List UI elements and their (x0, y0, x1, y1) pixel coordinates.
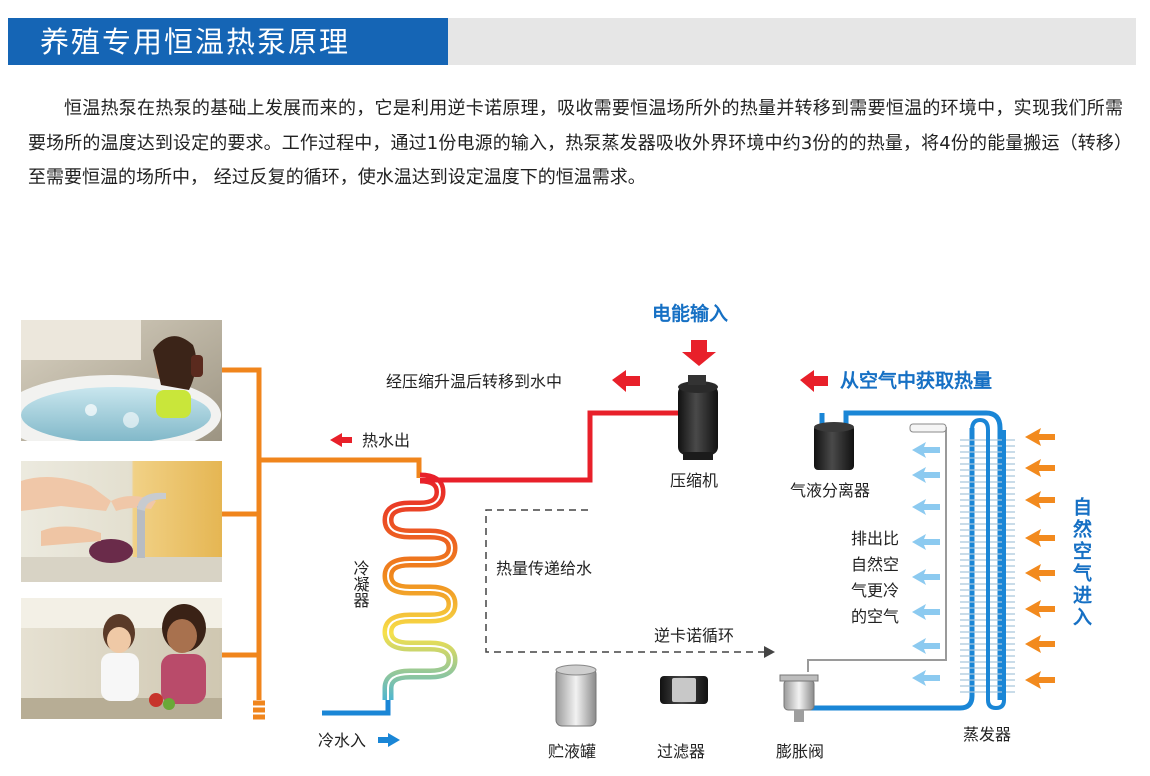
evaporator-tubes (970, 417, 1006, 711)
expansion-valve-icon (779, 674, 819, 722)
orange-arrow-left-icon (1025, 428, 1055, 689)
red-arrow-left-icon (330, 433, 352, 447)
label-filter: 过滤器 (657, 742, 705, 761)
photo-kitchen (21, 598, 222, 719)
label-heat-from-air: 从空气中获取热量 (840, 369, 992, 392)
gas-liquid-separator-icon (814, 422, 854, 470)
label-cold-water-in: 冷水入 (318, 731, 366, 750)
hot-refrigerant-pipe (420, 410, 682, 483)
header-title-block (8, 18, 448, 65)
label-natural-air-in: 自然空气进入 (1070, 496, 1093, 629)
label-evaporator: 蒸发器 (963, 725, 1011, 744)
heat-transfer-dashed-line (485, 509, 764, 653)
condenser-coil-white-line (386, 477, 454, 700)
light-blue-arrow-left-icon (912, 442, 940, 686)
filter-icon (660, 676, 708, 704)
red-arrow-down-icon (682, 340, 716, 366)
compressor-icon (678, 375, 718, 460)
label-reverse-carnot: 逆卡诺循环 (654, 626, 734, 645)
evaporator-inlet-pipe (800, 428, 975, 711)
label-hot-water-out: 热水出 (362, 431, 410, 450)
intro-paragraph: 恒温热泵在热泵的基础上发展而来的，它是利用逆卡诺原理，吸收需要恒温场所外的热量并… (28, 98, 1123, 188)
label-compressor: 压缩机 (670, 471, 718, 490)
label-compress-transfer: 经压缩升温后转移到水中 (386, 372, 562, 391)
cold-water-inlet-pipe (322, 700, 391, 716)
label-power-input: 电能输入 (652, 302, 728, 325)
label-exhaust-2: 自然空 (851, 555, 899, 574)
photo-jacuzzi (21, 320, 222, 441)
label-exhaust-4: 的空气 (851, 607, 899, 626)
label-exhaust-3: 气更冷 (851, 581, 899, 600)
pipe-dashed-end (253, 700, 265, 720)
label-gas-liquid-separator: 气液分离器 (790, 481, 870, 500)
hot-water-distribution-pipe (222, 367, 422, 700)
dashed-arrow-head (764, 646, 775, 658)
liquid-tank-icon (555, 664, 597, 727)
label-expansion-valve: 膨胀阀 (776, 742, 824, 761)
label-exhaust-1: 排出比 (851, 529, 899, 548)
sensor-bulb (909, 423, 947, 433)
page-title: 养殖专用恒温热泵原理 (40, 25, 351, 59)
red-arrow-left-icon (612, 370, 828, 392)
label-condenser: 冷凝器 (351, 560, 370, 608)
photo-faucet (21, 461, 222, 582)
blue-arrow-right-icon (378, 733, 400, 747)
label-liquid-tank: 贮液罐 (548, 742, 596, 761)
label-heat-transfer-water: 热量传递给水 (496, 559, 592, 578)
